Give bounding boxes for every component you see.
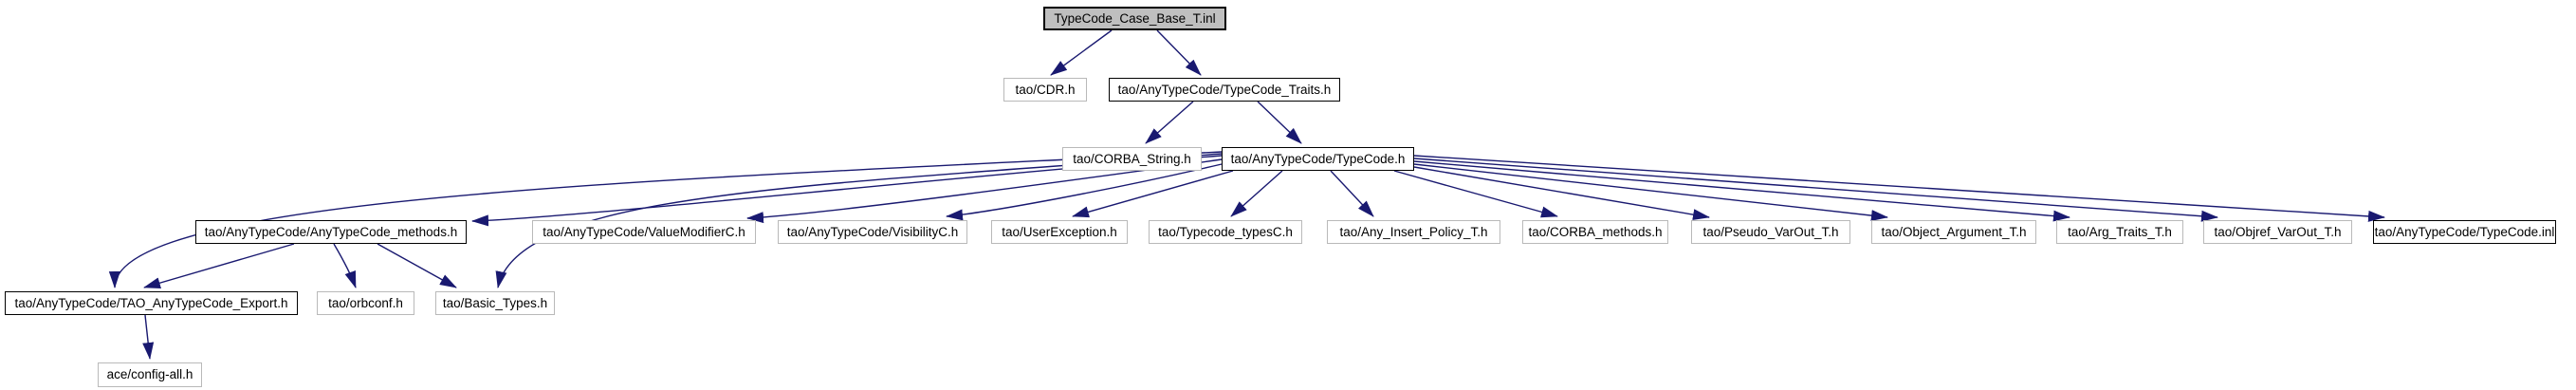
include-edge-typecode-h-to-arg-traits: [1413, 160, 2070, 222]
graph-node-any-insert-policy[interactable]: tao/Any_Insert_Policy_T.h: [1327, 220, 1500, 244]
include-edge-anytypecode-export-to-config-all: [142, 314, 155, 360]
include-edge-typecode-h-to-typecode-typesc: [1230, 170, 1283, 217]
graph-node-anytypecode-methods[interactable]: tao/AnyTypeCode/AnyTypeCode_methods.h: [195, 220, 467, 244]
graph-node-root: TypeCode_Case_Base_T.inl: [1043, 7, 1226, 30]
graph-node-userexception[interactable]: tao/UserException.h: [991, 220, 1128, 244]
include-edge-typecode-h-to-typecode-inl: [1413, 155, 2385, 222]
graph-node-typecode-traits[interactable]: tao/AnyTypeCode/TypeCode_Traits.h: [1109, 78, 1340, 102]
graph-node-typecode-typesc[interactable]: tao/Typecode_typesC.h: [1149, 220, 1302, 244]
include-edge-root-to-typecode-traits: [1156, 29, 1202, 76]
graph-node-arg-traits[interactable]: tao/Arg_Traits_T.h: [2056, 220, 2183, 244]
graph-node-valuemodifierc[interactable]: tao/AnyTypeCode/ValueModifierC.h: [532, 220, 756, 244]
graph-node-visibilityc[interactable]: tao/AnyTypeCode/VisibilityC.h: [778, 220, 967, 244]
graph-node-corba-string[interactable]: tao/CORBA_String.h: [1062, 147, 1202, 171]
include-edge-typecode-traits-to-corba-string: [1145, 101, 1194, 144]
include-edge-typecode-h-to-any-insert-policy: [1330, 170, 1374, 217]
include-edge-typecode-h-to-basic-types: [495, 153, 1223, 288]
include-edge-anytypecode-methods-to-basic-types: [377, 243, 457, 288]
graph-node-cdr[interactable]: tao/CDR.h: [1003, 78, 1087, 102]
include-edge-typecode-traits-to-typecode-h: [1257, 101, 1302, 144]
include-edge-typecode-h-to-userexception: [1072, 170, 1234, 218]
graph-node-objref-varout[interactable]: tao/Objref_VarOut_T.h: [2203, 220, 2352, 244]
include-edge-typecode-h-to-corba-methods: [1393, 170, 1558, 218]
include-edge-typecode-h-to-visibilityc: [946, 163, 1223, 221]
graph-node-typecode-inl[interactable]: tao/AnyTypeCode/TypeCode.inl: [2373, 220, 2556, 244]
graph-node-object-argument[interactable]: tao/Object_Argument_T.h: [1871, 220, 2036, 244]
include-edge-typecode-h-to-anytypecode-export: [108, 151, 1223, 288]
graph-node-typecode-h[interactable]: tao/AnyTypeCode/TypeCode.h: [1222, 147, 1414, 171]
include-edge-anytypecode-methods-to-orbconf: [333, 243, 357, 288]
include-edge-anytypecode-methods-to-anytypecode-export: [143, 243, 295, 289]
graph-node-orbconf[interactable]: tao/orbconf.h: [317, 291, 414, 315]
include-edge-typecode-h-to-objref-varout: [1413, 158, 2218, 222]
graph-node-anytypecode-export[interactable]: tao/AnyTypeCode/TAO_AnyTypeCode_Export.h: [5, 291, 298, 315]
graph-node-basic-types[interactable]: tao/Basic_Types.h: [435, 291, 555, 315]
graph-node-pseudo-varout[interactable]: tao/Pseudo_VarOut_T.h: [1691, 220, 1850, 244]
graph-node-corba-methods[interactable]: tao/CORBA_methods.h: [1522, 220, 1668, 244]
graph-node-config-all[interactable]: ace/config-all.h: [98, 362, 202, 387]
include-edge-typecode-h-to-object-argument: [1413, 163, 1888, 222]
include-edge-typecode-h-to-pseudo-varout: [1413, 166, 1710, 221]
include-edge-root-to-cdr: [1050, 29, 1113, 76]
